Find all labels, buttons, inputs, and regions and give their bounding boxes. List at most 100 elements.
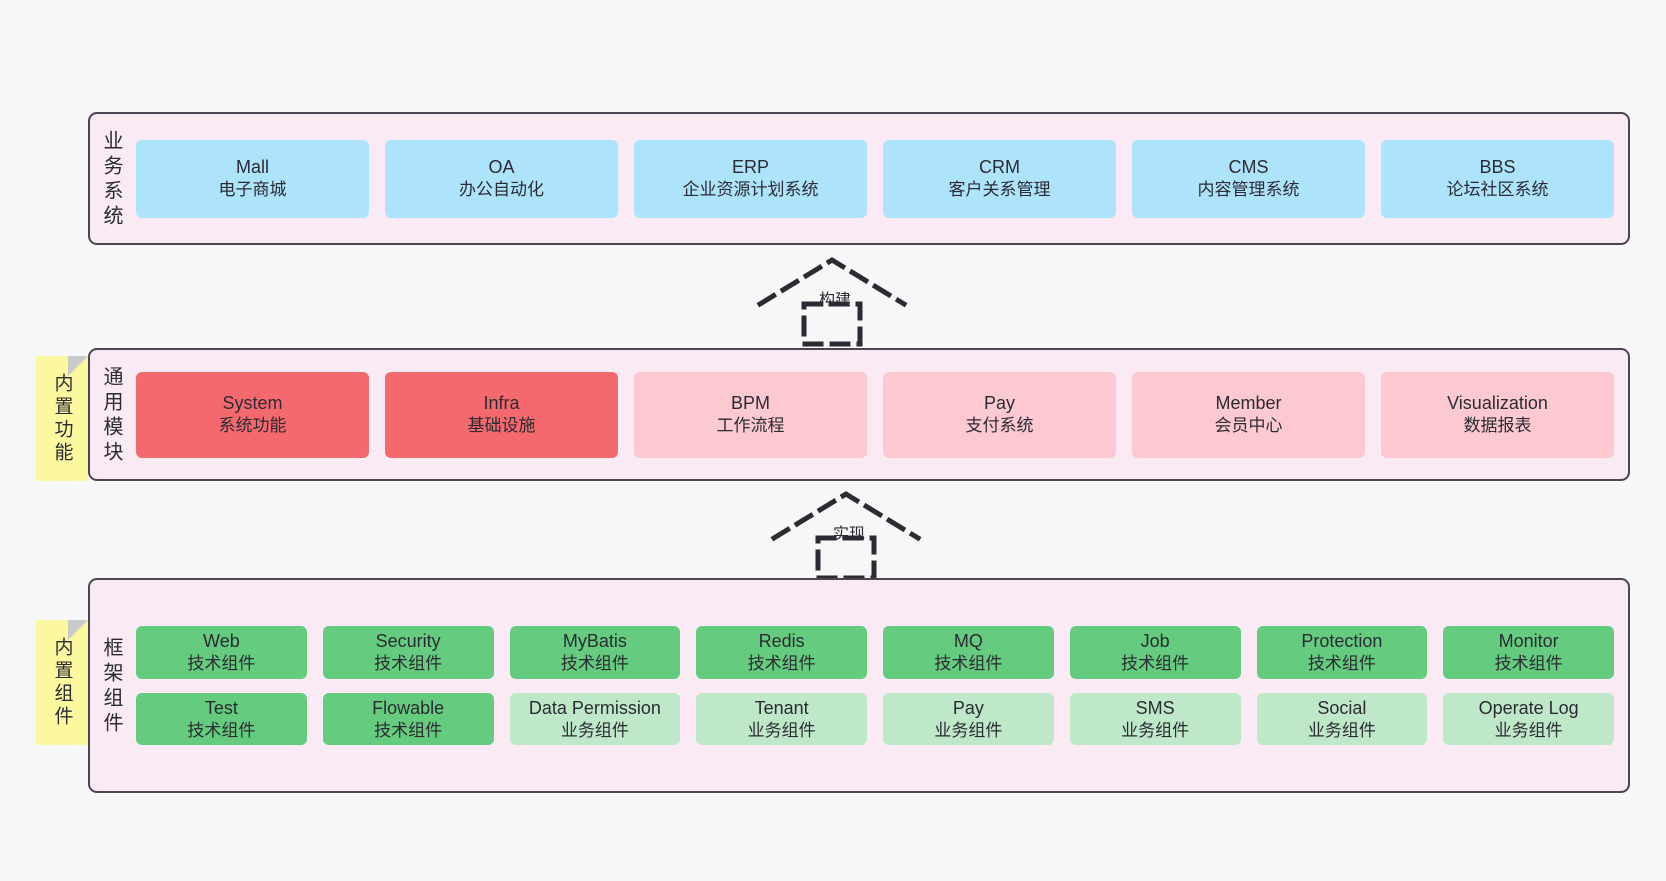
connector-build-label: 构建: [819, 292, 852, 309]
card-title: BPM: [730, 393, 770, 414]
card-subtitle: 业务组件: [934, 720, 1003, 740]
connector-implement: 实现: [766, 490, 926, 581]
card-title: CMS: [1228, 157, 1269, 178]
card-title: Job: [1140, 630, 1170, 651]
card-title: MyBatis: [562, 630, 627, 651]
card-data-permission[interactable]: Data Permission 业务组件: [509, 692, 681, 746]
card-title: CRM: [979, 157, 1020, 178]
card-mall[interactable]: Mall 电子商城: [136, 139, 369, 218]
card-title: Operate Log: [1478, 697, 1579, 718]
card-subtitle: 电子商城: [218, 180, 287, 200]
card-web[interactable]: Web 技术组件: [136, 625, 307, 679]
card-subtitle: 办公自动化: [459, 180, 544, 200]
card-mq[interactable]: MQ 技术组件: [883, 625, 1054, 679]
card-title: Visualization: [1447, 393, 1548, 414]
card-subtitle: 客户关系管理: [948, 180, 1051, 200]
card-mybatis[interactable]: MyBatis 技术组件: [509, 625, 681, 679]
card-subtitle: 技术组件: [187, 653, 256, 673]
card-redis[interactable]: Redis 技术组件: [696, 625, 867, 679]
card-security[interactable]: Security 技术组件: [322, 625, 494, 679]
card-subtitle: 系统功能: [218, 416, 287, 436]
card-protection[interactable]: Protection 技术组件: [1256, 625, 1428, 679]
layer-label-business-system: 业务系统: [100, 129, 122, 230]
card-subtitle: 工作流程: [716, 416, 785, 436]
card-title: Member: [1215, 393, 1282, 414]
card-title: Security: [375, 630, 441, 651]
card-bpm[interactable]: BPM 工作流程: [634, 371, 867, 458]
card-subtitle: 技术组件: [1494, 653, 1563, 673]
card-sms[interactable]: SMS 业务组件: [1069, 692, 1241, 746]
card-title: Pay: [983, 393, 1016, 414]
card-title: Pay: [952, 697, 984, 718]
card-subtitle: 业务组件: [1494, 720, 1563, 740]
layer-business-system: 业务系统 Mall 电子商城 OA 办公自动化 ERP 企业资源计划系统 CRM…: [88, 112, 1630, 245]
card-operate-log[interactable]: Operate Log 业务组件: [1443, 692, 1614, 746]
layer-body-framework-component: Web 技术组件 Security 技术组件 MyBatis 技术组件 Redi…: [132, 580, 1628, 791]
card-title: System: [222, 393, 283, 414]
card-title: Social: [1317, 697, 1367, 718]
card-title: Mall: [235, 157, 269, 178]
sticky-note-text: 内置功能: [51, 372, 73, 465]
sticky-note-builtin-function: 内置功能: [36, 356, 88, 481]
card-pay-module[interactable]: Pay 支付系统: [883, 371, 1116, 458]
card-title: MQ: [953, 630, 983, 651]
card-title: BBS: [1479, 157, 1516, 178]
card-flowable[interactable]: Flowable 技术组件: [322, 692, 494, 746]
layer-body-common-module: System 系统功能 Infra 基础设施 BPM 工作流程 Pay 支付系统…: [132, 350, 1628, 479]
connector-implement-label: 实现: [833, 526, 866, 543]
card-infra[interactable]: Infra 基础设施: [385, 371, 618, 458]
sticky-note-text: 内置组件: [51, 636, 73, 729]
card-subtitle: 企业资源计划系统: [682, 180, 819, 200]
card-subtitle: 业务组件: [1121, 720, 1190, 740]
framework-row-business: Test 技术组件 Flowable 技术组件 Data Permission …: [136, 692, 1614, 746]
card-title: SMS: [1135, 697, 1175, 718]
card-title: OA: [488, 157, 515, 178]
card-subtitle: 技术组件: [1307, 653, 1376, 673]
card-title: Redis: [758, 630, 805, 651]
layer-body-business-system: Mall 电子商城 OA 办公自动化 ERP 企业资源计划系统 CRM 客户关系…: [132, 114, 1628, 243]
card-title: Data Permission: [528, 697, 661, 718]
card-subtitle: 业务组件: [560, 720, 629, 740]
card-title: ERP: [731, 157, 769, 178]
card-title: Test: [204, 697, 238, 718]
card-subtitle: 会员中心: [1214, 416, 1283, 436]
card-subtitle: 业务组件: [1307, 720, 1376, 740]
card-subtitle: 技术组件: [747, 653, 816, 673]
build-arrow-icon: [756, 257, 908, 347]
card-social[interactable]: Social 业务组件: [1256, 692, 1428, 746]
card-monitor[interactable]: Monitor 技术组件: [1443, 625, 1614, 679]
layer-framework-component: 框架组件 Web 技术组件 Security 技术组件 MyBatis 技术组件…: [88, 578, 1630, 793]
card-visualization[interactable]: Visualization 数据报表: [1381, 371, 1614, 458]
card-subtitle: 业务组件: [747, 720, 816, 740]
card-erp[interactable]: ERP 企业资源计划系统: [634, 139, 867, 218]
layer-label-common-module: 通用模块: [100, 365, 122, 466]
card-member[interactable]: Member 会员中心: [1132, 371, 1365, 458]
card-tenant[interactable]: Tenant 业务组件: [696, 692, 867, 746]
card-subtitle: 论坛社区系统: [1446, 180, 1549, 200]
card-subtitle: 技术组件: [187, 720, 256, 740]
card-title: Web: [203, 630, 240, 651]
card-cms[interactable]: CMS 内容管理系统: [1132, 139, 1365, 218]
card-job[interactable]: Job 技术组件: [1069, 625, 1241, 679]
card-bbs[interactable]: BBS 论坛社区系统: [1381, 139, 1614, 218]
card-title: Flowable: [372, 697, 445, 718]
card-title: Protection: [1301, 630, 1383, 651]
card-subtitle: 技术组件: [374, 653, 443, 673]
connector-build: 构建: [752, 256, 912, 347]
card-oa[interactable]: OA 办公自动化: [385, 139, 618, 218]
card-subtitle: 技术组件: [934, 653, 1003, 673]
card-title: Tenant: [754, 697, 809, 718]
card-system[interactable]: System 系统功能: [136, 371, 369, 458]
card-subtitle: 数据报表: [1463, 416, 1532, 436]
card-crm[interactable]: CRM 客户关系管理: [883, 139, 1116, 218]
framework-row-tech: Web 技术组件 Security 技术组件 MyBatis 技术组件 Redi…: [136, 625, 1614, 679]
card-subtitle: 技术组件: [560, 653, 629, 673]
card-subtitle: 内容管理系统: [1197, 180, 1300, 200]
card-pay-component[interactable]: Pay 业务组件: [883, 692, 1054, 746]
card-subtitle: 基础设施: [467, 416, 536, 436]
card-test[interactable]: Test 技术组件: [136, 692, 307, 746]
card-subtitle: 支付系统: [965, 416, 1034, 436]
card-subtitle: 技术组件: [1121, 653, 1190, 673]
card-title: Infra: [483, 393, 520, 414]
